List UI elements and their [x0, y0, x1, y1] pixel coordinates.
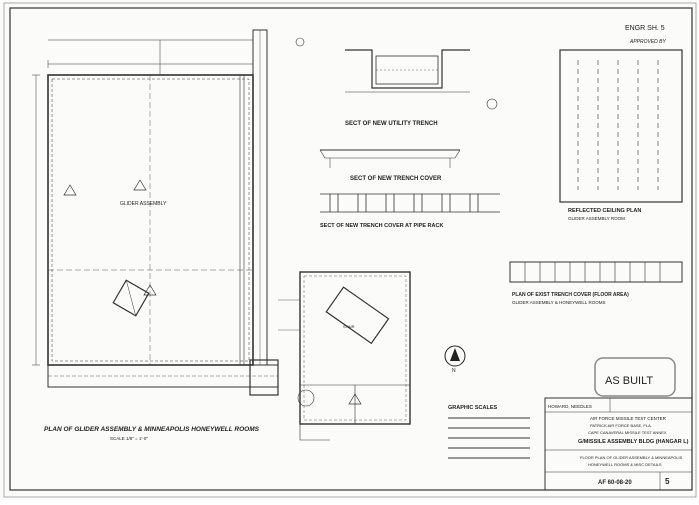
reflected-ceiling-plan	[559, 49, 683, 203]
drawing-title-2: HONEYWELL ROOMS & MISC DETAILS	[588, 462, 662, 467]
org-line-1: AIR FORCE MISSILE TEST CENTER	[590, 416, 667, 421]
north-arrow: N	[444, 345, 466, 374]
svg-text:AS BUILT: AS BUILT	[605, 375, 653, 387]
ceiling-plan-title: REFLECTED CEILING PLAN	[568, 208, 641, 214]
svg-text:N: N	[452, 368, 456, 374]
utility-trench-section	[295, 37, 498, 110]
glider-assembly-plan	[32, 29, 279, 396]
sheet-border	[9, 7, 693, 491]
trench-cover-fab-title: SECT OF NEW TRENCH COVER AT PIPE RACK	[320, 223, 443, 229]
glider-room-label: GLIDER ASSEMBLY	[120, 201, 167, 207]
drawing-title-1: FLOOR PLAN OF GLIDER ASSEMBLY & MINNEAPO…	[580, 455, 683, 460]
svg-text:GRAPHIC SCALES: GRAPHIC SCALES	[448, 405, 498, 411]
main-plan-scale: SCALE 1/8" = 1'-0"	[110, 436, 148, 441]
main-plan-title: PLAN OF GLIDER ASSEMBLY & MINNEAPOLIS HO…	[44, 426, 260, 433]
exist-trench-title: PLAN OF EXIST TRENCH COVER (FLOOR AREA)	[512, 292, 629, 298]
org-line-2: PATRICK AIR FORCE BASE, FLA.	[590, 423, 652, 428]
sheet-number: 5	[665, 477, 670, 486]
approval-note: APPROVED BY	[629, 39, 667, 45]
trench-cover-section	[319, 149, 461, 168]
trench-cover-pipe-rack-section	[320, 193, 500, 213]
trench-cover-title: SECT OF NEW TRENCH COVER	[350, 176, 442, 182]
ceiling-plan-subtitle: GLIDER ASSEMBLY ROOM	[568, 216, 625, 221]
stair-label: STAIR	[343, 324, 355, 329]
engineer-name: HOWARD, NEEDLES	[548, 404, 592, 409]
graphic-scales: GRAPHIC SCALES	[448, 405, 530, 459]
exist-trench-subtitle: GLIDER ASSEMBLY & HONEYWELL ROOMS	[512, 300, 605, 305]
title-block	[544, 397, 693, 491]
exist-trench-cover-plan	[509, 261, 683, 283]
as-built-stamp: AS BUILT	[594, 357, 676, 397]
utility-trench-title: SECT OF NEW UTILITY TRENCH	[345, 121, 438, 127]
honeywell-rooms-plan	[278, 271, 411, 441]
drawing-number: AF 60-08-20	[598, 480, 632, 486]
org-line-3: CAPE CANAVERAL MISSILE TEST ANNEX	[588, 430, 667, 435]
sheet-label: ENGR SH. 5	[625, 25, 665, 32]
project-name: G/MISSILE ASSEMBLY BLDG (HANGAR L)	[578, 439, 689, 445]
